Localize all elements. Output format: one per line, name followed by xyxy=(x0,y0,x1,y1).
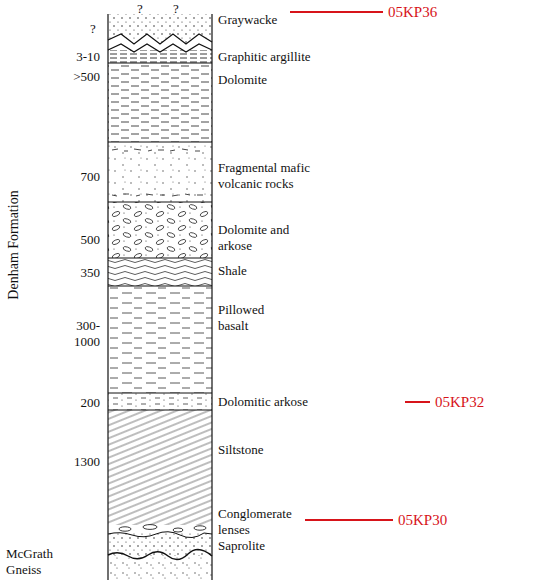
unit-name: Graywacke xyxy=(218,12,277,28)
unit-name: Siltstone xyxy=(218,442,264,458)
unit-name: Dolomite and arkose xyxy=(218,222,292,253)
thickness-value: 500 xyxy=(81,232,101,248)
thickness-value: 700 xyxy=(81,169,101,185)
unit-name: Conglomerate lenses xyxy=(218,506,304,537)
unit-name: Fragmental mafic volcanic rocks xyxy=(218,160,336,191)
sample-label: 05KP36 xyxy=(388,3,437,21)
unit-name: Graphitic argillite xyxy=(218,49,311,65)
uncertain-mark: ? xyxy=(173,1,179,17)
uncertain-mark: ? xyxy=(137,1,143,17)
thickness-value: 1300 xyxy=(74,454,100,470)
sample-label: 05KP30 xyxy=(398,511,447,529)
thickness-value: 3-10 xyxy=(76,49,100,65)
uncertain-mark: ? xyxy=(90,21,96,37)
thickness-value: >500 xyxy=(73,69,100,85)
thickness-value: 350 xyxy=(81,265,101,281)
thickness-value: 300- 1000 xyxy=(64,318,100,349)
unit-name: Dolomitic arkose xyxy=(218,394,308,410)
sample-label: 05KP32 xyxy=(435,393,484,411)
unit-name: Dolomite xyxy=(218,72,267,88)
formation-name: Denham Formation xyxy=(6,190,23,299)
basement-name: McGrath Gneiss xyxy=(6,547,72,578)
unit-name: Shale xyxy=(218,263,247,279)
thickness-value: 200 xyxy=(81,395,101,411)
unit-name: Pillowed basalt xyxy=(218,302,282,333)
unit-name: Saprolite xyxy=(218,538,265,554)
